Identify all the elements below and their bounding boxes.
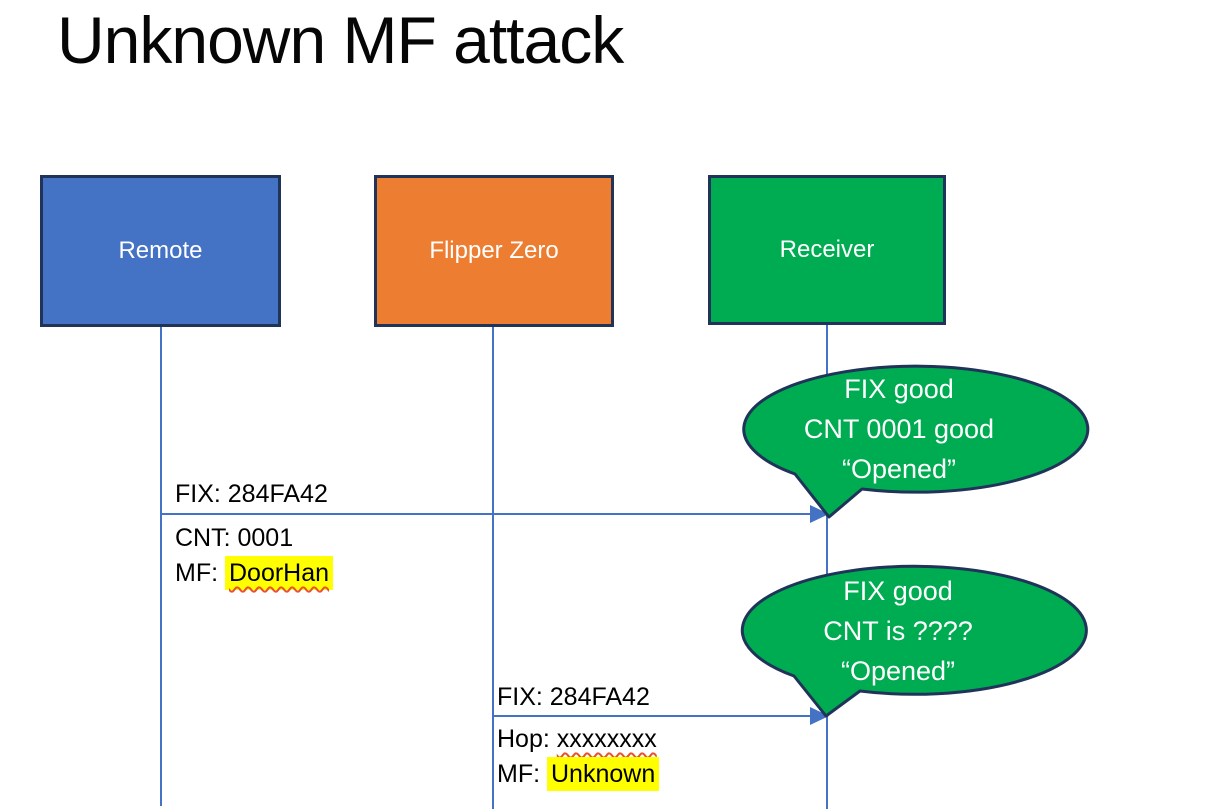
actor-box-remote: Remote [40,175,281,327]
message-2-mf-label: MF: [497,760,547,788]
message-1-cnt: CNT: 0001 [175,524,294,552]
actor-box-receiver: Receiver [708,175,946,325]
message-2-label-above: FIX: 284FA42 [497,680,650,715]
message-1-label-above: FIX: 284FA42 [175,477,328,512]
message-2-hop-label: Hop: [497,725,557,753]
message-2-hop-value: xxxxxxxx [556,725,657,753]
speech-bubble-1-shape [742,364,1090,519]
slide-title: Unknown MF attack [57,3,624,77]
speech-bubble-1-line-3: “Opened” [841,454,957,484]
speech-bubble-2-line-3: “Opened” [840,656,956,686]
actor-label-flipper-zero: Flipper Zero [429,237,559,264]
message-1-label-below: CNT: 0001 MF: DoorHan [175,521,334,591]
speech-bubble-1-text: FIX good CNT 0001 good “Opened” [727,369,1071,489]
message-2-fix: FIX: 284FA42 [497,683,650,711]
arrowhead-flipper-to-receiver [810,707,829,725]
speech-bubble-1-line-1: FIX good [844,374,954,404]
message-1-mf-line: MF: DoorHan [175,556,334,591]
speech-bubble-1-line-2: CNT 0001 good [803,414,995,444]
message-1-mf-value-highlighted: DoorHan [225,556,334,590]
speech-bubble-2-text: FIX good CNT is ???? “Opened” [726,571,1070,691]
message-1-fix: FIX: 284FA42 [175,480,328,508]
actor-label-remote: Remote [118,237,203,264]
speech-bubble-2-line-1: FIX good [843,576,953,606]
actor-box-flipper-zero: Flipper Zero [374,175,614,327]
speech-bubble-2-line-2: CNT is ???? [823,616,973,646]
message-2-mf-line: MF: Unknown [497,757,660,792]
message-2-mf-value-highlighted: Unknown [547,757,660,791]
speech-bubble-2-shape [740,564,1088,718]
arrowhead-remote-to-receiver [810,505,829,523]
message-1-mf-label: MF: [175,559,225,587]
message-2-label-below: Hop: xxxxxxxx MF: Unknown [497,722,660,792]
message-2-hop-line: Hop: xxxxxxxx [497,722,659,757]
actor-label-receiver: Receiver [779,236,875,263]
